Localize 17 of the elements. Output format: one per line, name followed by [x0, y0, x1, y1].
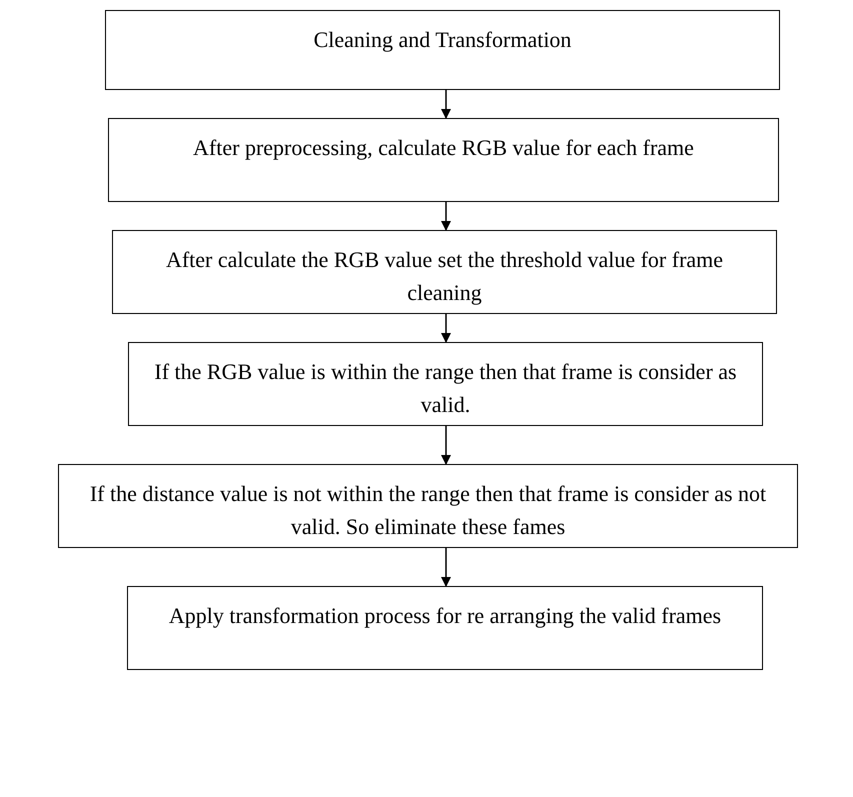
arrow [441, 90, 451, 119]
step-text: After preprocessing, calculate RGB value for each frame [193, 134, 694, 162]
process-box [58, 464, 798, 548]
arrow [441, 202, 451, 231]
process-box [105, 10, 780, 90]
arrow [441, 548, 451, 587]
step-text: After calculate the RGB value set the threshold value for frame cleaning [164, 246, 724, 307]
process-box [128, 342, 763, 426]
step-text: If the RGB value is within the range then that frame is consider as valid. [153, 358, 738, 419]
process-box [127, 586, 763, 670]
arrow [441, 426, 451, 465]
process-box [112, 230, 777, 314]
step-text: Apply transformation process for re arranging the valid frames [168, 602, 722, 630]
process-box [108, 118, 779, 202]
arrow [441, 314, 451, 343]
step-text: Cleaning and Transformation [314, 26, 572, 54]
step-text: If the distance value is not within the range then that frame is consider as not valid. So eliminate these fames [88, 480, 768, 541]
